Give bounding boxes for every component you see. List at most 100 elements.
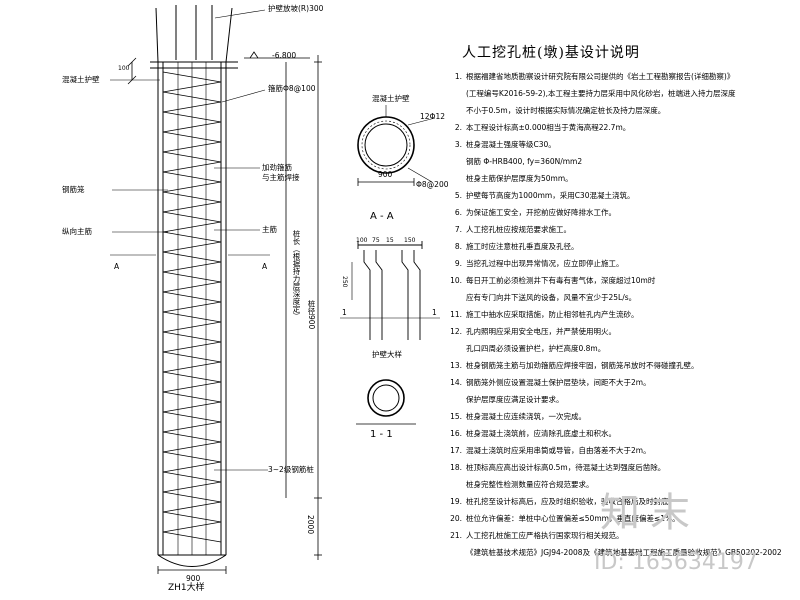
section-aa bbox=[357, 105, 436, 186]
note-text: 根据福建省地质勘察设计研究院有限公司提供的《岩土工程勘察报告(详细勘察)》 bbox=[466, 72, 735, 81]
note-item: 钢筋 Φ-HRB400, fy=360N/mm2 bbox=[448, 153, 782, 170]
note-item: 21.人工挖孔桩施工应严格执行国家现行相关规范。 bbox=[448, 527, 782, 544]
note-text: 《建筑桩基技术规范》JGJ94-2008及《建筑地基基础工程施工质量验收规范》G… bbox=[466, 548, 782, 557]
notes-list: 1. 根据福建省地质勘察设计研究院有限公司提供的《岩土工程勘察报告(详细勘察)》 (… bbox=[448, 68, 782, 561]
note-text: 桩身主筋保护层厚度为50mm。 bbox=[466, 174, 573, 183]
note-text: 当挖孔过程中出现异常情况，应立即停止施工。 bbox=[466, 259, 624, 268]
note-item: 保护层厚度应满足设计要求。 bbox=[448, 391, 782, 408]
detail-wall-section bbox=[340, 241, 440, 340]
note-text: 钢筋笼外侧应设置混凝土保护层垫块，间距不大于2m。 bbox=[466, 378, 651, 387]
note-item: 16.桩身混凝土浇筑前，应清除孔底虚土和积水。 bbox=[448, 425, 782, 442]
label-dim-length: 桩长（根据持力层深度定） bbox=[292, 230, 301, 320]
note-item: 桩身完整性检测数量应符合规范要求。 bbox=[448, 476, 782, 493]
note-number: 19. bbox=[450, 497, 462, 506]
detail-dim-250: 250 bbox=[341, 276, 348, 288]
notes-title: 人工挖孔桩(墩)基设计说明 bbox=[462, 45, 640, 61]
note-text: 为保证施工安全，开挖前应做好降排水工作。 bbox=[466, 208, 616, 217]
note-text: 钢筋 Φ-HRB400, fy=360N/mm2 bbox=[466, 157, 583, 166]
note-item: 5. 护壁每节高度为1000mm，采用C30混凝土浇筑。 bbox=[448, 187, 782, 204]
note-text: 人工挖孔桩应按规范要求施工。 bbox=[466, 225, 571, 234]
note-text: (工程编号K2016-59-2),本工程主要持力层采用中风化砂岩，桩端进入持力层… bbox=[466, 89, 736, 98]
pile-elevation bbox=[150, 5, 238, 567]
note-item: 2. 本工程设计标高±0.000相当于黄海高程22.7m。 bbox=[448, 119, 782, 136]
detail-label-right: 1 bbox=[432, 308, 437, 317]
note-text: 桩身混凝土浇筑前，应清除孔底虚土和积水。 bbox=[466, 429, 616, 438]
note-number: 17. bbox=[450, 446, 462, 455]
note-number: 18. bbox=[450, 463, 462, 472]
note-text: 混凝土浇筑时应采用串筒或导管，自由落差不大于2m。 bbox=[466, 446, 651, 455]
label-main-bar: 纵向主筋 bbox=[62, 227, 92, 236]
detail-caption: 护壁大样 bbox=[372, 350, 402, 359]
label-cap-rebar: 混凝土护壁 bbox=[62, 75, 100, 84]
note-text: 孔口四周必须设置护栏，护栏高度0.8m。 bbox=[466, 344, 606, 353]
label-bottom-note: 3~2级钢筋桩 bbox=[268, 465, 314, 474]
note-item: 7.人工挖孔桩应按规范要求施工。 bbox=[448, 221, 782, 238]
note-item: 19. 桩孔挖至设计标高后，应及时组织验收，验收合格后及时封底。 bbox=[448, 493, 782, 510]
note-item: 8. 施工时应注意桩孔垂直度及孔径。 bbox=[448, 238, 782, 255]
note-number: 9. bbox=[454, 259, 462, 268]
note-item: (工程编号K2016-59-2),本工程主要持力层采用中风化砂岩，桩端进入持力层… bbox=[448, 85, 782, 102]
label-dim-2000: 2000 bbox=[306, 515, 315, 535]
detail-label-left: 1 bbox=[342, 308, 347, 317]
section-aa-dim: 900 bbox=[378, 170, 393, 179]
note-item: 1. 根据福建省地质勘察设计研究院有限公司提供的《岩土工程勘察报告(详细勘察)》 bbox=[448, 68, 782, 85]
note-item: 14. 钢筋笼外侧应设置混凝土保护层垫块，间距不大于2m。 bbox=[448, 374, 782, 391]
note-item: 桩身主筋保护层厚度为50mm。 bbox=[448, 170, 782, 187]
section-11-title: 1 - 1 bbox=[370, 429, 393, 440]
note-item: 《建筑桩基技术规范》JGJ94-2008及《建筑地基基础工程施工质量验收规范》G… bbox=[448, 544, 782, 561]
watermark-brand: 知末 bbox=[600, 490, 700, 536]
note-item: 应有专门向井下送风的设备，风量不宜少于25L/s。 bbox=[448, 289, 782, 306]
spiral-hoops bbox=[162, 71, 222, 543]
section-aa-top-note: 混凝土护壁 bbox=[372, 94, 410, 103]
label-dim-900: 900 bbox=[186, 574, 201, 583]
note-item: 15.桩身混凝土应连续浇筑，一次完成。 bbox=[448, 408, 782, 425]
right-dimension bbox=[157, 51, 322, 574]
note-text: 施工中抽水应采取措施，防止相邻桩孔内产生流砂。 bbox=[466, 310, 639, 319]
note-text: 本工程设计标高±0.000相当于黄海高程22.7m。 bbox=[466, 123, 631, 132]
detail-dim-2: 75 bbox=[372, 237, 380, 244]
note-number: 14. bbox=[450, 378, 462, 387]
note-text: 桩身混凝土强度等级C30。 bbox=[466, 140, 556, 149]
note-number: 5. bbox=[454, 191, 462, 200]
note-item: 9. 当挖孔过程中出现异常情况，应立即停止施工。 bbox=[448, 255, 782, 272]
label-cage: 钢筋笼 bbox=[62, 185, 85, 194]
note-text: 不小于0.5m，设计时根据实际情况确定桩长及持力层深度。 bbox=[466, 106, 666, 115]
note-item: 6.为保证施工安全，开挖前应做好降排水工作。 bbox=[448, 204, 782, 221]
note-text: 保护层厚度应满足设计要求。 bbox=[466, 395, 564, 404]
note-item: 3. 桩身混凝土强度等级C30。 bbox=[448, 136, 782, 153]
label-section-a-right: A bbox=[262, 262, 268, 271]
note-text: 每日开工前必须检测井下有毒有害气体，深度超过10m时 bbox=[466, 276, 656, 285]
label-main: 主筋 bbox=[262, 225, 277, 234]
note-text: 护壁每节高度为1000mm，采用C30混凝土浇筑。 bbox=[466, 191, 635, 200]
note-item: 12.孔内照明应采用安全电压，并严禁使用明火。 bbox=[448, 323, 782, 340]
note-number: 13. bbox=[450, 361, 462, 370]
note-text: 桩孔挖至设计标高后，应及时组织验收，验收合格后及时封底。 bbox=[466, 497, 676, 506]
label-dim-100: 100 bbox=[118, 65, 130, 72]
note-item: 孔口四周必须设置护栏，护栏高度0.8m。 bbox=[448, 340, 782, 357]
note-number: 21. bbox=[450, 531, 462, 540]
note-number: 8. bbox=[454, 242, 462, 251]
note-number: 1. bbox=[454, 72, 462, 81]
label-pile-radius: 护壁放坡(R)300 bbox=[268, 4, 324, 13]
note-number: 2. bbox=[454, 123, 462, 132]
note-item: 11. 施工中抽水应采取措施，防止相邻桩孔内产生流砂。 bbox=[448, 306, 782, 323]
note-number: 12. bbox=[450, 327, 462, 336]
note-number: 10. bbox=[450, 276, 462, 285]
note-text: 施工时应注意桩孔垂直度及孔径。 bbox=[466, 242, 579, 251]
note-item: 不小于0.5m，设计时根据实际情况确定桩长及持力层深度。 bbox=[448, 102, 782, 119]
spiral-line bbox=[162, 71, 222, 543]
note-text: 应有专门向井下送风的设备，风量不宜少于25L/s。 bbox=[466, 293, 637, 302]
detail-dim-4: 150 bbox=[404, 237, 416, 244]
note-item: 13.桩身钢筋笼主筋与加劲箍筋应焊接牢固，钢筋笼吊放时不得碰撞孔壁。 bbox=[448, 357, 782, 374]
note-text: 桩位允许偏差：单桩中心位置偏差≤50mm，垂直度偏差≤1%。 bbox=[466, 514, 680, 523]
note-item: 20. 桩位允许偏差：单桩中心位置偏差≤50mm，垂直度偏差≤1%。 bbox=[448, 510, 782, 527]
note-number: 3. bbox=[454, 140, 462, 149]
leader-lines bbox=[110, 9, 270, 471]
section-11 bbox=[356, 379, 416, 425]
note-item: 18.桩顶标高应高出设计标高0.5m，待混凝土达到强度后凿除。 bbox=[448, 459, 782, 476]
note-number: 11. bbox=[450, 310, 462, 319]
note-number: 20. bbox=[450, 514, 462, 523]
label-weld: 与主筋焊接 bbox=[262, 173, 300, 182]
note-item: 17. 混凝土浇筑时应采用串筒或导管，自由落差不大于2m。 bbox=[448, 442, 782, 459]
